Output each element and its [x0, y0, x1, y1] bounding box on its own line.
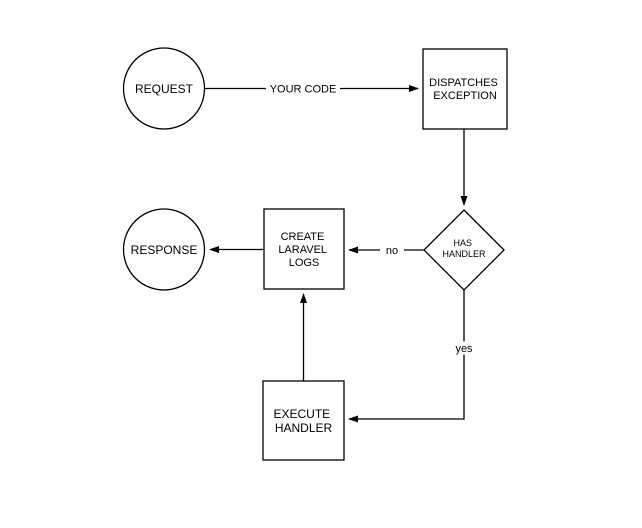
edge-request-to-dispatches: YOUR CODE — [204, 82, 419, 96]
node-create-laravel-logs: CREATE LARAVEL LOGS — [263, 208, 345, 290]
has-handler-label: HAS HANDLER — [442, 238, 486, 259]
execute-handler-box — [262, 380, 345, 461]
response-circle — [122, 208, 206, 291]
node-response: RESPONSE — [122, 208, 206, 291]
request-circle — [122, 47, 206, 130]
edge-label-yes: yes — [455, 343, 473, 355]
dispatches-exception-label: DISPATCHES EXCEPTION — [429, 77, 501, 102]
node-dispatches-exception: DISPATCHES EXCEPTION — [422, 48, 508, 130]
node-has-handler: HAS HANDLER — [423, 209, 505, 291]
edge-label-background — [451, 341, 477, 355]
node-execute-handler: EXECUTE HANDLER — [262, 380, 345, 461]
edge-label-background — [266, 82, 340, 95]
request-label: REQUEST — [135, 82, 194, 96]
create-laravel-logs-box — [263, 208, 345, 290]
execute-handler-label: EXECUTE HANDLER — [273, 407, 333, 435]
edge-label-your-code: YOUR CODE — [270, 84, 337, 96]
node-request: REQUEST — [122, 47, 206, 130]
response-label: RESPONSE — [131, 243, 198, 257]
dispatches-exception-box — [422, 48, 508, 130]
edge-label-no: no — [386, 245, 398, 257]
edge-has-handler-no: no — [348, 243, 424, 257]
create-laravel-logs-label: CREATE LARAVEL LOGS — [278, 231, 329, 269]
edge-has-handler-yes: yes — [348, 290, 477, 423]
edge-label-background — [380, 243, 404, 256]
has-handler-diamond — [423, 209, 505, 291]
